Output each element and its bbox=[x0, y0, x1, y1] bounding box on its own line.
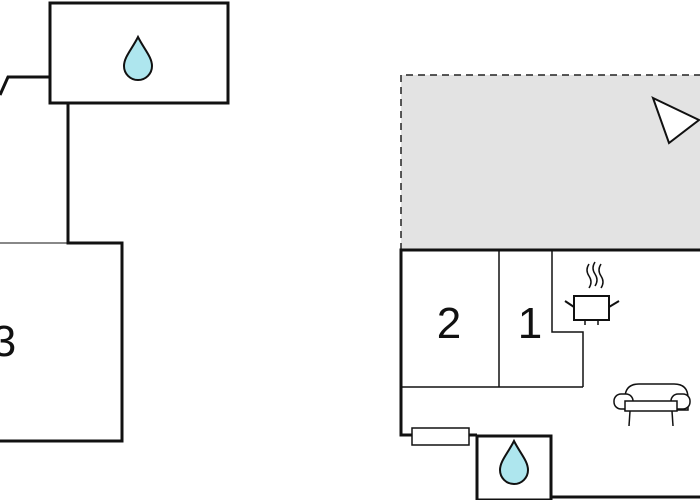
room-label-3: 3 bbox=[0, 317, 16, 366]
water-drop-icon bbox=[122, 34, 154, 81]
bedroom-1-right-wall bbox=[551, 250, 584, 387]
water-drop-icon bbox=[498, 438, 530, 485]
cooking-pot-icon bbox=[564, 261, 620, 325]
sofa-icon bbox=[613, 383, 691, 427]
terrace bbox=[401, 75, 700, 250]
window-bar bbox=[411, 427, 470, 446]
room-label-1: 1 bbox=[518, 299, 542, 348]
right-building: 2 1 bbox=[399, 74, 700, 500]
left-corridor-wall bbox=[0, 75, 50, 96]
terrace-dashed-outline bbox=[400, 74, 700, 250]
left-building: 3 bbox=[0, 1, 230, 443]
left-corridor-wall-2 bbox=[0, 103, 124, 443]
room-label-2: 2 bbox=[437, 299, 461, 348]
north-arrow-icon bbox=[651, 96, 700, 145]
